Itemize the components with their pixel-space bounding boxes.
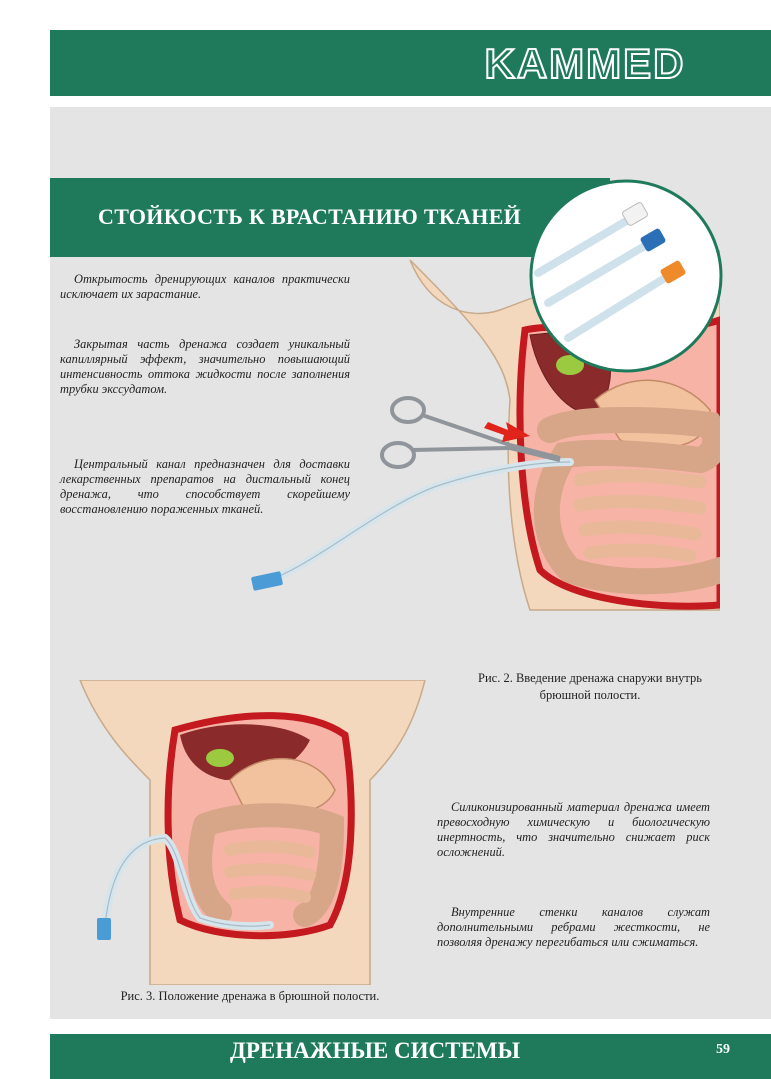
paragraph-5: Внутренние стенки каналов служат дополни…: [437, 905, 710, 949]
kammed-logo: KAMMED: [484, 40, 686, 86]
section-title-band: [50, 178, 610, 257]
insertion-arrow: [484, 422, 530, 442]
figure-2-caption: Рис. 2. Введение дренажа снаружи внутрь …: [455, 670, 725, 704]
large-intestine-shape: [188, 803, 345, 927]
small-intestine-shape: [224, 840, 316, 903]
forceps-instrument: [380, 396, 561, 469]
drain-tube-outline: [104, 837, 271, 927]
drain-tube-outline: [259, 461, 571, 584]
figure-2-caption-line-2: брюшной полости.: [539, 688, 641, 702]
small-intestine-shape: [573, 469, 707, 563]
paragraph-2: Закрытая часть дренажа создает уникальны…: [60, 337, 350, 396]
figure-3-illustration: [79, 680, 426, 985]
figure-2-caption-line-1: Рис. 2. Введение дренажа снаружи внутрь: [478, 671, 702, 685]
figure-3-caption: Рис. 3. Положение дренажа в брюшной поло…: [120, 989, 380, 1003]
paragraph-3: Центральный канал предназначен для доста…: [60, 457, 350, 516]
header-bar: [50, 30, 771, 96]
drain-products-inset: [529, 179, 723, 373]
drain-connector-white: [622, 202, 648, 226]
drain-connector-blue: [97, 918, 111, 940]
inset-circle: [529, 179, 723, 373]
paragraph-1: Открытость дренирующих каналов практичес…: [60, 272, 350, 301]
section-title: СТОЙКОСТЬ К ВРАСТАНИЮ ТКАНЕЙ: [98, 204, 522, 229]
footer-title: ДРЕНАЖНЫЕ СИСТЕМЫ: [230, 1038, 521, 1063]
gallbladder-shape: [556, 355, 584, 375]
svg-text:KAMMED: KAMMED: [485, 40, 686, 86]
drain-connector-blue: [251, 571, 283, 591]
large-intestine-shape: [533, 407, 720, 595]
drain-tubes-group: [534, 202, 686, 342]
drain-connector-orange: [660, 260, 686, 284]
paragraph-4: Силиконизированный материал дренажа имее…: [437, 800, 710, 859]
page-number: 59: [716, 1042, 730, 1057]
drain-connector-blue: [640, 228, 666, 252]
gallbladder-shape: [206, 749, 234, 767]
footer-bar: [50, 1034, 771, 1079]
